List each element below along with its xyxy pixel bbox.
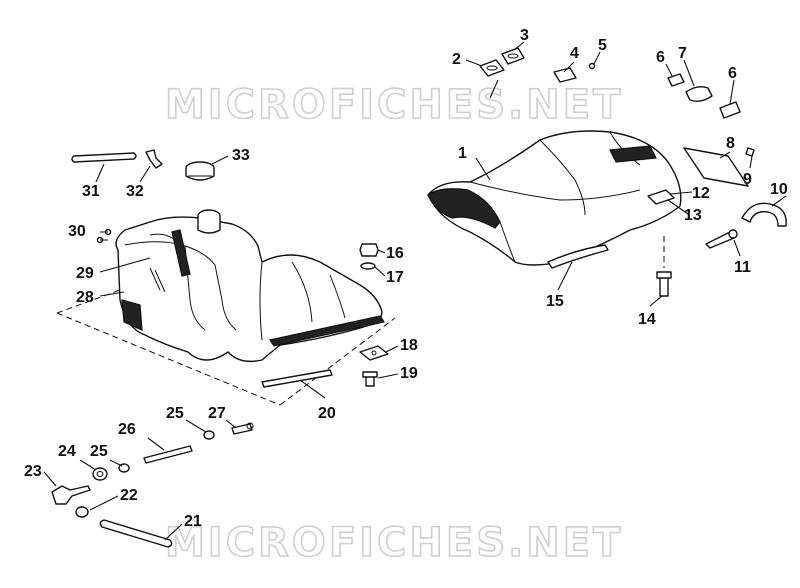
callout-11: 11 [734,259,751,276]
callout-28: 28 [76,289,94,306]
callout-27: 27 [208,405,226,422]
callout-18: 18 [400,337,418,354]
part-25-ring-b [203,430,215,440]
callout-26: 26 [118,421,136,438]
part-3-latch-plate [501,47,525,65]
part-19-bolt [362,371,378,387]
part-16-nut [359,243,379,257]
part-9-screw [745,147,755,157]
watermark-top: MICROFICHES.NET [165,82,623,128]
leader-lines [43,41,787,541]
callout-3: 3 [520,27,529,44]
callout-24: 24 [58,443,76,460]
part-15-seat-base [547,244,609,269]
callout-5: 5 [598,37,607,54]
callout-33: 33 [232,147,250,164]
callout-15: 15 [546,293,564,310]
part-20-strip [261,369,333,388]
callout-25-b: 25 [166,405,184,422]
part-32-elbow-fitting [145,149,163,169]
callout-1: 1 [458,145,467,162]
callout-14: 14 [638,311,656,328]
callout-19: 19 [400,365,418,382]
callout-17: 17 [386,269,404,286]
callout-29: 29 [76,265,94,282]
fuel-tank [56,209,396,406]
callout-9: 9 [743,171,752,188]
part-10-bracket [741,202,787,227]
callout-25-a: 25 [90,443,108,460]
callout-4: 4 [570,45,579,62]
callout-2: 2 [452,51,461,68]
callout-13: 13 [684,207,702,224]
callout-16: 16 [386,245,404,262]
part-18-plate [359,345,389,361]
part-31-vent-tube [71,152,137,163]
part-14-bolt [656,236,672,297]
callout-31: 31 [82,183,100,200]
part-11-pin [705,229,738,249]
callout-12: 12 [692,185,710,202]
part-2-latch-plate [479,59,505,77]
part-27-fitting [231,422,254,435]
part-5-screw [588,62,596,70]
part-17-washer [360,262,376,270]
part-6-bulb-a [667,73,685,87]
part-33-fuel-cap [185,161,215,181]
callout-10: 10 [770,181,788,198]
callout-labels: 1 2 3 4 5 6 6 7 8 9 10 11 12 13 14 15 16… [24,27,788,530]
part-8-panel [683,147,749,187]
callout-7: 7 [678,45,687,62]
callout-8: 8 [726,135,735,152]
watermark-bottom: MICROFICHES.NET [165,520,623,566]
part-7-bulb [685,85,713,103]
callout-6-b: 6 [728,65,737,82]
part-22-ring [75,506,89,518]
part-26-tube [143,445,193,464]
part-24-grommet [92,467,108,481]
part-13-clip [647,189,675,205]
callout-22: 22 [120,487,138,504]
callout-6-a: 6 [656,49,665,66]
part-4-pad [553,67,577,83]
callout-30: 30 [68,223,86,240]
part-21-tube [99,519,173,548]
seat [427,130,682,266]
part-6-bulb-b [719,101,741,119]
part-23-valve [51,485,91,505]
callout-23: 23 [24,463,42,480]
callout-32: 32 [126,183,144,200]
callout-21: 21 [184,513,202,530]
callout-20: 20 [318,405,336,422]
